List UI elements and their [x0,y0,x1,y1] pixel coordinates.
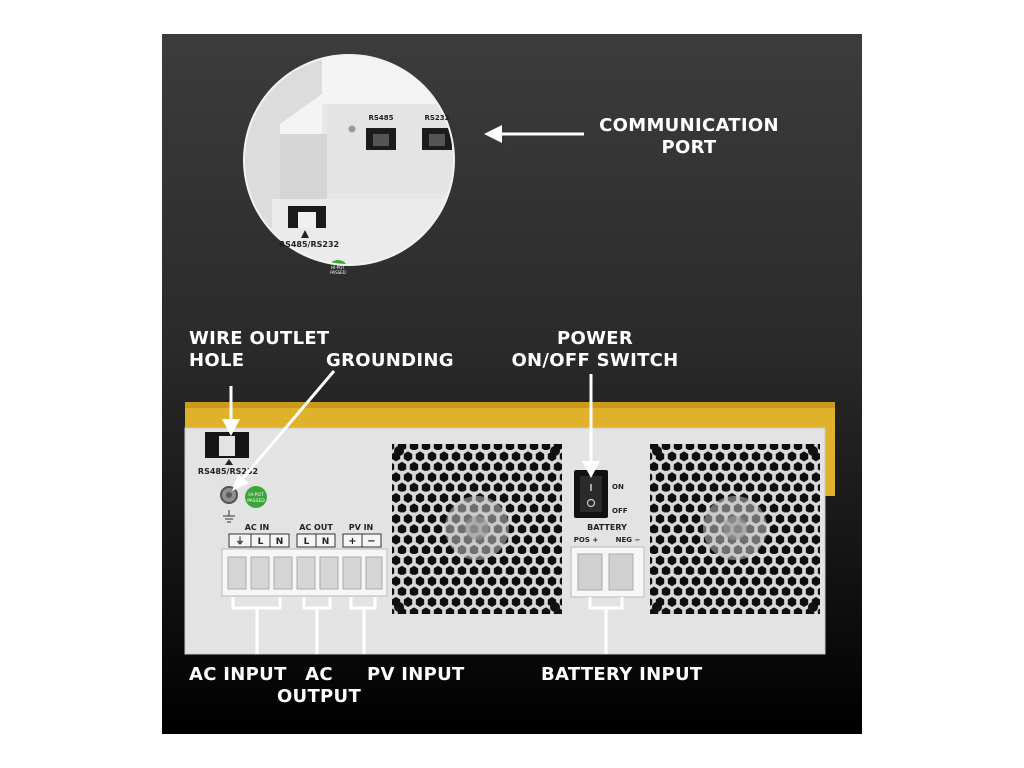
comm-port-arrowhead [484,125,502,143]
label-wire-outlet-hole: WIRE OUTLET HOLE [189,328,330,371]
comm-port-socket [205,432,249,465]
comm-port-label: RS485/RS232 [198,467,258,476]
power-switch-arrowhead [582,461,600,478]
diagram-panel: RS485 RS232 RS485/RS232 HI-POT PASSED RS… [162,34,862,734]
label-communication-port: COMMUNICATION PORT [599,115,779,158]
switch-off-label: OFF [612,507,628,515]
battery-terminal-block [570,546,645,598]
terminal-cell-ac-in-l: L [258,537,264,547]
hipot-text-2: PASSED [247,498,265,504]
terminal-cell-ac-out-l: L [304,537,310,547]
comm-zoom-circle: RS485 RS232 RS485/RS232 HI-POT PASSED [243,54,455,275]
zoom-comm-label: RS485/RS232 [279,240,339,249]
terminal-block [221,548,388,597]
cooling-fan-left [392,444,562,614]
terminal-title-pv-in: PV IN [349,523,374,532]
label-grounding: GROUNDING [326,350,454,371]
label-ac-input: AC INPUT [189,664,287,685]
terminal-cell-ac-in-n: N [276,537,284,547]
hipot-text-1: HI-POT [248,492,264,498]
terminal-cell-earth: ⏚ [235,536,244,547]
battery-title: BATTERY [587,523,627,532]
label-pv-input: PV INPUT [367,664,465,685]
terminal-cell-pv-pos: + [348,536,356,547]
zoom-port-label-rs485: RS485 [368,114,393,122]
inverter-diagram: RS485 RS232 RS485/RS232 HI-POT PASSED RS… [184,54,835,655]
battery-pos-label: POS + [574,536,599,544]
inverter-body: RS485/RS232 HI-POT PASSED AC IN AC OUT P… [184,402,835,655]
grounding-bolt [220,486,238,504]
switch-on-label: ON [612,483,624,491]
terminal-cell-ac-out-n: N [322,537,330,547]
terminal-title-ac-out: AC OUT [299,523,333,532]
label-battery-input: BATTERY INPUT [541,664,703,685]
hipot-sticker [245,486,267,508]
power-switch [574,470,608,518]
callout-lines [229,132,624,654]
label-ac-output: AC OUTPUT [276,664,362,707]
zoom-port-label-rs232: RS232 [424,114,449,122]
arrow-heads [222,125,600,491]
ground-symbol [223,510,235,523]
terminal-cell-pv-neg: − [367,536,375,547]
label-power-switch: POWER ON/OFF SWITCH [511,328,679,371]
cooling-fan-right [650,444,820,614]
terminal-headers: AC IN AC OUT PV IN [245,523,374,532]
zoom-hipot-1: HI-POT [331,265,345,270]
battery-neg-label: NEG − [616,536,641,544]
wire-outlet-arrowhead [222,419,240,436]
terminal-cells: ⏚ L N L N + − [228,533,382,548]
grounding-arrowhead [232,474,249,491]
grounding-arrow [236,370,336,485]
terminal-title-ac-in: AC IN [245,523,270,532]
zoom-hipot-2: PASSED [330,270,346,275]
